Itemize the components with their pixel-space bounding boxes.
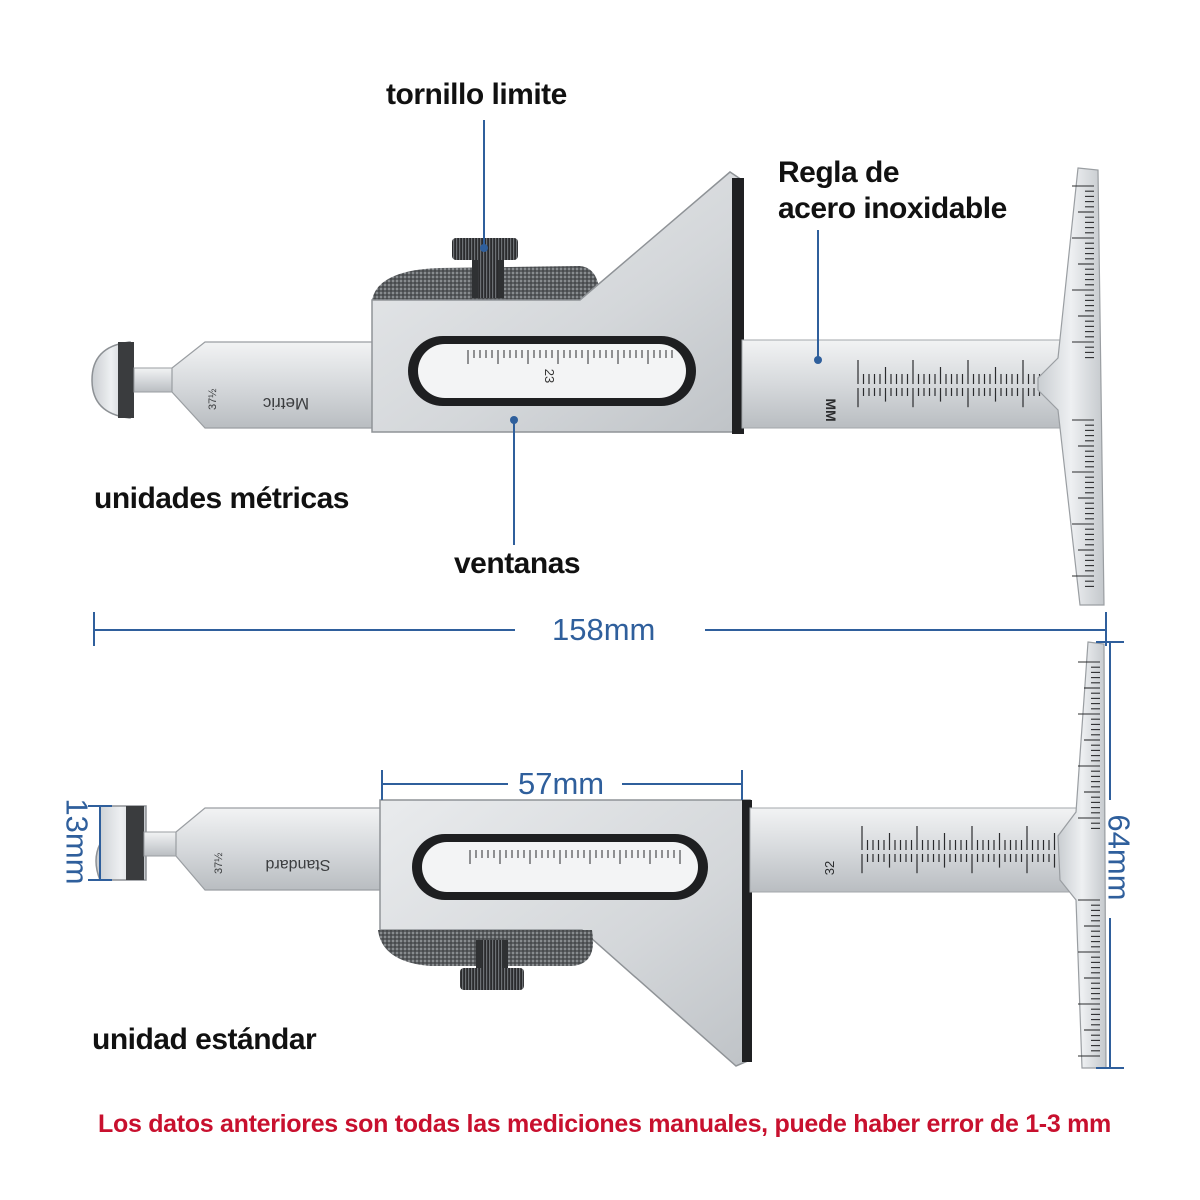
- bottom-gauge: Standard 37½ 32: [95, 641, 1107, 1069]
- bottom-limit-screw: [460, 940, 524, 990]
- bottom-gauge-system-engraving: Standard: [266, 856, 331, 873]
- bottom-gauge-blade: [1057, 641, 1107, 1069]
- steel-ruler-label-line2: acero inoxidable: [778, 192, 1007, 225]
- body-width-dimension: [381, 770, 743, 800]
- top-gauge-window: [408, 336, 696, 406]
- head-height-dimension: [88, 805, 112, 881]
- body-width-value: 57mm: [518, 766, 605, 801]
- top-angle-mark: 37½: [207, 389, 219, 410]
- top-leader-lines: [480, 120, 822, 545]
- bottom-ruler-number: 32: [822, 861, 837, 875]
- bottom-angle-mark: 37½: [213, 853, 225, 874]
- measurement-disclaimer: Los datos anteriores son todas las medic…: [98, 1110, 1111, 1138]
- overall-length-dimension: [93, 612, 1107, 646]
- steel-ruler-label-line1: Regla de: [778, 156, 900, 189]
- blade-height-value: 64mm: [1101, 814, 1137, 901]
- top-gauge-head: [91, 341, 175, 419]
- top-blade-ticks: [1072, 185, 1094, 587]
- windows-label: ventanas: [454, 547, 581, 580]
- bottom-gauge-shaft: [175, 807, 386, 891]
- top-gauge-blade: [1037, 167, 1105, 606]
- limit-screw-label: tornillo limite: [386, 78, 567, 111]
- standard-unit-label: unidad estándar: [92, 1023, 317, 1056]
- bottom-gauge-head: [95, 805, 179, 881]
- blade-height-dimension: [1096, 641, 1124, 1069]
- top-ruler-unit-engraving: MM: [823, 398, 839, 421]
- overall-length-value: 158mm: [552, 612, 656, 647]
- top-gauge: Metric 37½ 23 MM: [91, 167, 1105, 606]
- top-gauge-system-engraving: Metric: [262, 394, 309, 413]
- top-gauge-shaft: [171, 341, 381, 429]
- top-window-number: 23: [542, 369, 557, 383]
- bottom-gauge-window: [412, 834, 708, 900]
- bottom-blade-ticks: [1078, 661, 1100, 1057]
- metric-units-label: unidades métricas: [94, 482, 349, 515]
- head-height-value: 13mm: [59, 798, 95, 885]
